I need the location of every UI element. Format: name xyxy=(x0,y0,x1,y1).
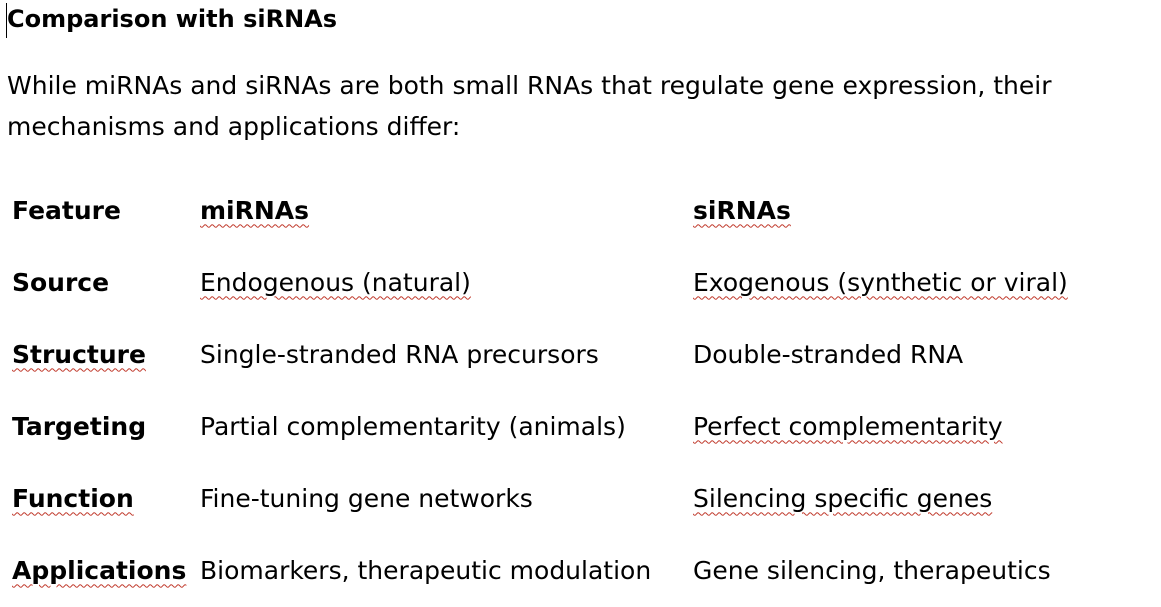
mirna-value: Fine-tuning gene networks xyxy=(200,483,533,513)
feature-label: Structure xyxy=(12,339,146,369)
row-source-feature[interactable]: Source xyxy=(12,246,200,318)
table-row: Function Fine-tuning gene networks Silen… xyxy=(12,462,1159,534)
header-mirnas-text: miRNAs xyxy=(200,195,310,225)
row-targeting-sirna[interactable]: Perfect complementarity xyxy=(693,390,1159,462)
header-feature[interactable]: Feature xyxy=(12,174,200,246)
mirna-value: Biomarkers, therapeutic modulation xyxy=(200,555,652,585)
sirna-value: Exogenous (synthetic or viral) xyxy=(693,267,1068,297)
row-source-sirna[interactable]: Exogenous (synthetic or viral) xyxy=(693,246,1159,318)
table-row: Targeting Partial complementarity (anima… xyxy=(12,390,1159,462)
row-targeting-feature[interactable]: Targeting xyxy=(12,390,200,462)
section-heading[interactable]: Comparison with siRNAs xyxy=(7,5,338,33)
mirna-value: Partial complementarity (animals) xyxy=(200,411,626,441)
header-sirnas-text: siRNAs xyxy=(693,195,791,225)
row-function-mirna[interactable]: Fine-tuning gene networks xyxy=(200,462,693,534)
feature-label: Source xyxy=(12,267,110,297)
row-targeting-mirna[interactable]: Partial complementarity (animals) xyxy=(200,390,693,462)
feature-label: Function xyxy=(12,483,134,513)
table-header-row: Feature miRNAs siRNAs xyxy=(12,174,1159,246)
sirna-value: Gene silencing, therapeutics xyxy=(693,555,1051,585)
comparison-table: Feature miRNAs siRNAs Source Endogenous … xyxy=(12,174,1159,606)
header-mirnas[interactable]: miRNAs xyxy=(200,174,693,246)
sirna-value: Silencing specific genes xyxy=(693,483,993,513)
row-structure-mirna[interactable]: Single-stranded RNA precursors xyxy=(200,318,693,390)
row-function-sirna[interactable]: Silencing specific genes xyxy=(693,462,1159,534)
text-cursor xyxy=(6,3,7,38)
intro-paragraph[interactable]: While miRNAs and siRNAs are both small R… xyxy=(7,71,1052,141)
header-sirnas[interactable]: siRNAs xyxy=(693,174,1159,246)
row-function-feature[interactable]: Function xyxy=(12,462,200,534)
header-feature-text: Feature xyxy=(12,195,121,225)
table-row: Source Endogenous (natural) Exogenous (s… xyxy=(12,246,1159,318)
row-applications-mirna[interactable]: Biomarkers, therapeutic modulation xyxy=(200,534,693,606)
row-source-mirna[interactable]: Endogenous (natural) xyxy=(200,246,693,318)
row-applications-feature[interactable]: Applications xyxy=(12,534,200,606)
row-structure-feature[interactable]: Structure xyxy=(12,318,200,390)
row-structure-sirna[interactable]: Double-stranded RNA xyxy=(693,318,1159,390)
sirna-value: Perfect complementarity xyxy=(693,411,1003,441)
mirna-value: Single-stranded RNA precursors xyxy=(200,339,599,369)
sirna-value: Double-stranded RNA xyxy=(693,339,964,369)
feature-label: Targeting xyxy=(12,411,147,441)
table-row: Applications Biomarkers, therapeutic mod… xyxy=(12,534,1159,606)
feature-label: Applications xyxy=(12,555,187,585)
table-row: Structure Single-stranded RNA precursors… xyxy=(12,318,1159,390)
mirna-value: Endogenous (natural) xyxy=(200,267,471,297)
row-applications-sirna[interactable]: Gene silencing, therapeutics xyxy=(693,534,1159,606)
